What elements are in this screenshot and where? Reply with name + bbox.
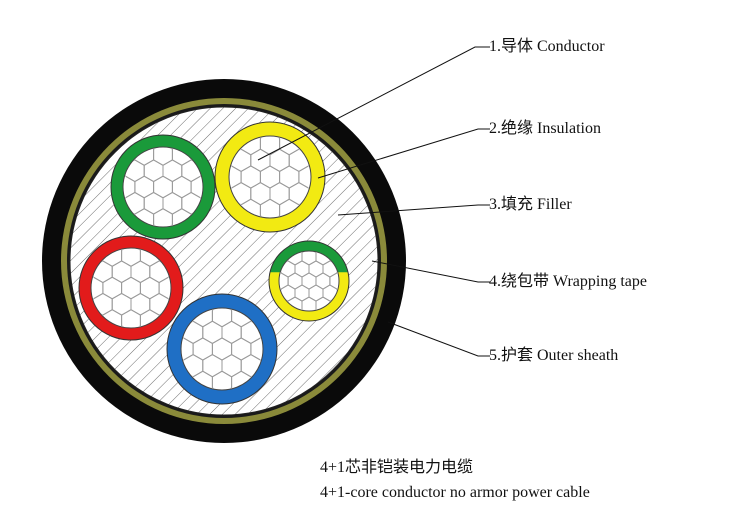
leader-line-wrapping bbox=[371, 260, 490, 283]
label-outer-sheath: 5.护套 Outer sheath bbox=[489, 347, 619, 364]
strand-hex bbox=[329, 296, 338, 310]
strand-hex bbox=[28, 342, 47, 364]
blue-core bbox=[126, 293, 337, 443]
insulation-outline bbox=[166, 293, 278, 405]
leader-line-sheath bbox=[387, 321, 490, 357]
strand-hex bbox=[56, 358, 75, 380]
strand-hex bbox=[47, 342, 66, 364]
strand-hex bbox=[79, 111, 98, 133]
leader-line-conductor bbox=[257, 46, 490, 161]
strand-hex bbox=[347, 83, 366, 105]
strand-hex bbox=[28, 310, 47, 332]
label-filler: 3.填充 Filler bbox=[489, 196, 572, 213]
label-wrapping-tape: 4.绕包带 Wrapping tape bbox=[489, 273, 647, 290]
yellow-green-core bbox=[268, 240, 350, 322]
strand-hex bbox=[126, 421, 145, 443]
label-insulation: 2.绝缘 Insulation bbox=[489, 120, 601, 137]
strand-hex bbox=[318, 421, 337, 443]
strand-hex bbox=[357, 99, 376, 121]
strand-hex bbox=[37, 358, 56, 380]
conductor bbox=[122, 146, 204, 228]
caption-english: 4+1-core conductor no armor power cable bbox=[320, 484, 590, 501]
strand-hex bbox=[328, 83, 347, 105]
strand-hex bbox=[69, 95, 88, 117]
caption-chinese: 4+1芯非铠装电力电缆 bbox=[320, 459, 474, 476]
conductor bbox=[90, 247, 172, 329]
label-conductor: 1.导体 Conductor bbox=[489, 38, 605, 55]
strand-hex bbox=[37, 326, 56, 348]
leader-line-filler bbox=[337, 204, 490, 216]
strand-hex bbox=[60, 111, 79, 133]
cores bbox=[28, 83, 385, 443]
yellow-core bbox=[214, 83, 385, 233]
strand-hex bbox=[88, 95, 107, 117]
conductor bbox=[278, 250, 340, 312]
insulation-outline bbox=[110, 134, 216, 240]
green-core bbox=[60, 95, 216, 240]
insulation-outline bbox=[268, 240, 350, 322]
red-core bbox=[28, 212, 184, 380]
leader-lines bbox=[257, 46, 490, 357]
strand-hex bbox=[28, 212, 47, 234]
strand-hex bbox=[366, 116, 385, 138]
conductor bbox=[228, 135, 312, 219]
insulation-outline bbox=[78, 235, 184, 341]
leader-line-insulation bbox=[317, 128, 490, 179]
strand-hex bbox=[366, 83, 385, 105]
conductor bbox=[180, 307, 264, 391]
insulation-outline bbox=[214, 121, 326, 233]
